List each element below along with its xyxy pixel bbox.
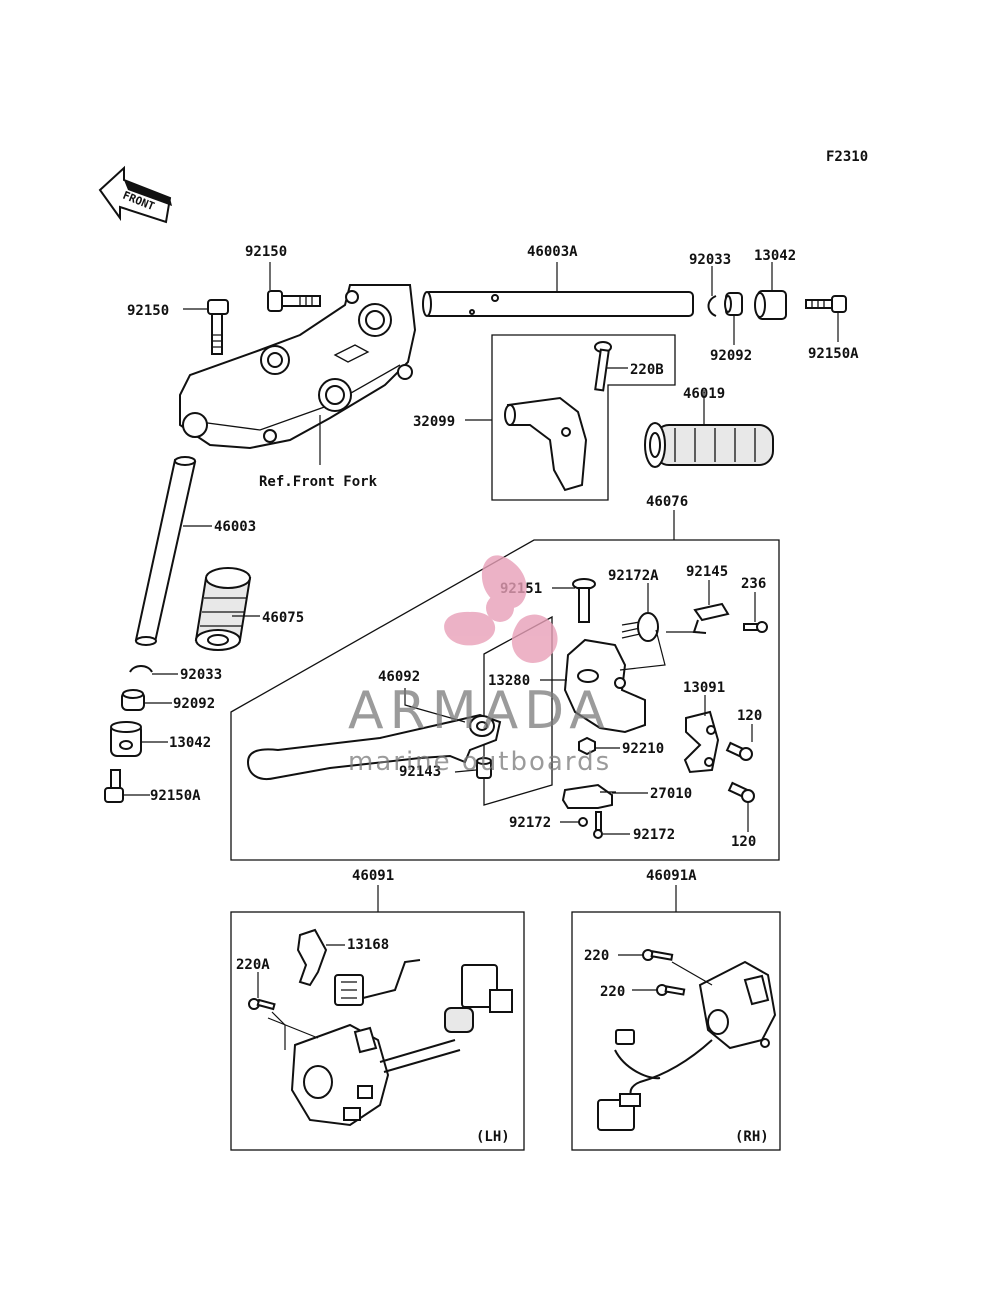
part-labels: 92150 46003A 92033 13042 92150 220B 9209… — [127, 244, 859, 1145]
bolt-92151 — [572, 578, 596, 623]
grip-46075 — [194, 567, 252, 651]
label-rh: (RH) — [735, 1129, 769, 1145]
upper-triple-clamp — [179, 284, 417, 450]
label-46003: 46003 — [214, 519, 256, 535]
screw-120-top — [725, 741, 753, 761]
circlip-92033-bottom — [129, 665, 153, 673]
weight-13042-bottom — [110, 721, 142, 757]
weight-92092-bottom — [121, 689, 145, 711]
label-220B: 220B — [630, 362, 664, 378]
label-13091: 13091 — [683, 680, 725, 696]
nut-92210 — [578, 736, 596, 756]
label-92210: 92210 — [622, 741, 664, 757]
switch-housing-46091A — [597, 960, 777, 1131]
holder-13280 — [563, 638, 646, 734]
label-92150-top: 92150 — [245, 244, 287, 260]
label-92143: 92143 — [399, 764, 441, 780]
screw-220-b — [656, 984, 686, 996]
label-92172A: 92172A — [608, 568, 659, 584]
figure-code: F2310 — [826, 149, 868, 165]
label-46019: 46019 — [683, 386, 725, 402]
label-46076: 46076 — [646, 494, 688, 510]
clamp-13091 — [683, 710, 720, 774]
label-27010: 27010 — [650, 786, 692, 802]
circlip-92033-top — [707, 295, 717, 317]
label-46092: 46092 — [378, 669, 420, 685]
label-46091: 46091 — [352, 868, 394, 884]
screw-220A — [248, 998, 276, 1011]
label-46091A: 46091A — [646, 868, 697, 884]
throttle-tube-32099 — [504, 396, 588, 492]
label-92145: 92145 — [686, 564, 728, 580]
handlebar-46003A — [422, 291, 694, 317]
label-220-a: 220 — [584, 948, 609, 964]
adjuster-92172A — [621, 612, 659, 642]
label-120-bottom: 120 — [731, 834, 756, 850]
label-236: 236 — [741, 576, 766, 592]
watermark-logo-icon — [444, 555, 558, 663]
label-220A: 220A — [236, 957, 270, 973]
ref-front-fork: Ref.Front Fork — [259, 474, 378, 490]
label-92172-a: 92172 — [509, 815, 551, 831]
watermark: ARMADA marine outboards — [348, 555, 611, 777]
box-32099 — [491, 334, 676, 501]
weight-13042-top — [754, 290, 787, 320]
screw-92172-b — [593, 811, 603, 839]
bushing-92143 — [476, 757, 492, 779]
label-92092-bottom: 92092 — [173, 696, 215, 712]
screw-120-bottom — [727, 781, 755, 803]
grip-46019 — [644, 422, 774, 468]
bolt-92150-left — [207, 299, 229, 355]
label-220-b: 220 — [600, 984, 625, 1000]
screw-220B — [594, 341, 612, 392]
screw-220-a — [642, 949, 674, 961]
label-92033-top: 92033 — [689, 252, 731, 268]
switch-27010 — [561, 783, 616, 809]
label-13280: 13280 — [488, 673, 530, 689]
screw-92172-a — [578, 817, 588, 827]
spring-92145 — [692, 602, 730, 634]
watermark-brand: ARMADA — [348, 681, 611, 741]
label-92092-top: 92092 — [710, 348, 752, 364]
label-92150A-bottom: 92150A — [150, 788, 201, 804]
label-13042-bottom: 13042 — [169, 735, 211, 751]
label-46003A: 46003A — [527, 244, 578, 260]
handlebar-46003 — [134, 456, 197, 646]
label-120-top: 120 — [737, 708, 762, 724]
lever-46092 — [246, 713, 502, 780]
label-92150A-top: 92150A — [808, 346, 859, 362]
label-92033-bottom: 92033 — [180, 667, 222, 683]
bolt-92150A-top — [805, 295, 847, 313]
screw-236 — [743, 621, 768, 633]
label-92172-b: 92172 — [633, 827, 675, 843]
watermark-tagline: marine outboards — [348, 747, 611, 777]
switch-housing-46091 — [290, 928, 513, 1127]
bolt-92150-top — [267, 290, 321, 312]
bolt-92150A-bottom — [104, 769, 124, 803]
leader-lines — [123, 262, 839, 1050]
weight-92092-top — [724, 292, 743, 316]
label-32099: 32099 — [413, 414, 455, 430]
label-13168: 13168 — [347, 937, 389, 953]
front-arrow-icon: FRONT — [98, 165, 172, 224]
label-lh: (LH) — [476, 1129, 510, 1145]
label-92150-left: 92150 — [127, 303, 169, 319]
label-46075: 46075 — [262, 610, 304, 626]
label-13042-top: 13042 — [754, 248, 796, 264]
